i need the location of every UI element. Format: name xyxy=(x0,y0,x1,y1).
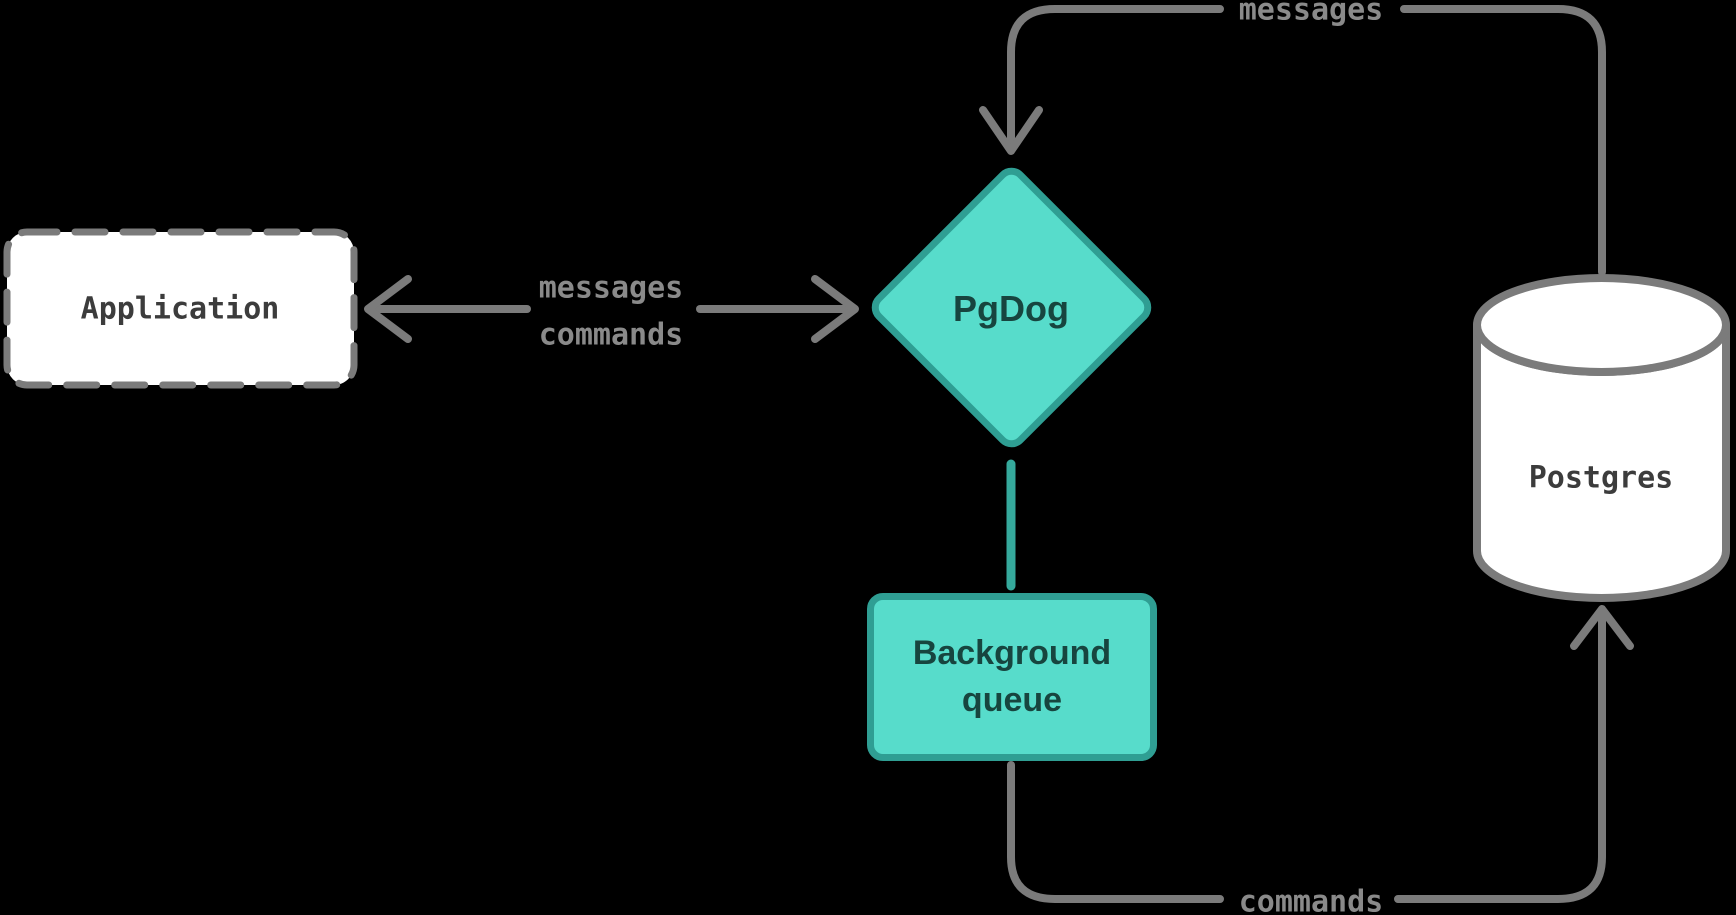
postgres-node-label: Postgres xyxy=(1528,460,1674,496)
arrowhead-up-into-postgres-icon xyxy=(1570,605,1634,650)
background-queue-label-line1: Background xyxy=(912,634,1112,672)
arrowhead-into-application-icon xyxy=(364,275,412,343)
edge-postgres-pgdog-right-segment xyxy=(1400,5,1606,276)
application-node-box xyxy=(3,228,358,389)
background-queue-node-label: Background queue xyxy=(913,630,1111,724)
pgdog-node-label: PgDog xyxy=(953,288,1069,329)
postgres-cylinder-top xyxy=(1473,274,1730,376)
background-queue-label-line2: queue xyxy=(961,681,1063,719)
arrowhead-down-into-pgdog-icon xyxy=(979,106,1043,155)
edge-queue-postgres-left-segment xyxy=(1007,761,1224,903)
edge-label-messages-top: messages xyxy=(1238,0,1384,28)
background-queue-node-box: Background queue xyxy=(867,593,1157,761)
edge-label-commands-mid: commands xyxy=(538,317,684,353)
arrowhead-into-pgdog-left-icon xyxy=(811,275,859,343)
edge-label-messages-mid: messages xyxy=(538,270,684,306)
edge-postgres-pgdog-left-segment xyxy=(1007,5,1224,147)
postgres-cylinder xyxy=(1473,274,1730,602)
edge-queue-postgres-right-segment xyxy=(1394,612,1606,903)
application-node-label: Application xyxy=(80,291,280,327)
edge-label-commands-bottom: commands xyxy=(1238,884,1384,915)
